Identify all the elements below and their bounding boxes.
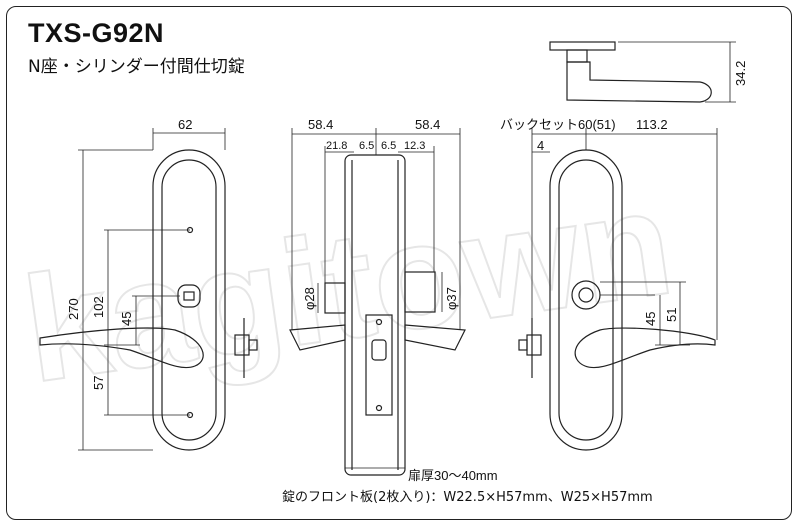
side-latch-hole <box>371 339 387 361</box>
dim-side-left-584: 58.4 <box>308 117 333 132</box>
back-escutcheon-inner <box>558 159 614 441</box>
front-cylinder-slot <box>183 291 195 301</box>
side-lever-right <box>404 324 466 351</box>
dim-side-65b: 6.5 <box>381 140 396 152</box>
drawing-frame <box>6 6 792 520</box>
watermark-text: kagitown <box>15 157 682 414</box>
page-subtitle: N座・シリンダー付間仕切錠 <box>28 57 245 77</box>
dim-backset: バックセット60(51) <box>500 117 616 132</box>
dim-side-123: 12.3 <box>404 140 425 152</box>
dim-side-d37: φ37 <box>444 287 459 310</box>
side-front-plate <box>365 314 393 416</box>
dim-back-4: 4 <box>537 138 544 153</box>
front-plate-note: 錠のフロント板(2枚入り)：W22.5×H57mm、W25×H57mm <box>282 490 653 505</box>
front-latch-bolt <box>248 339 258 351</box>
dim-back-1132: 113.2 <box>636 117 668 132</box>
side-lever-left <box>289 324 346 351</box>
front-lever-handle <box>39 327 204 369</box>
dim-side-d28: φ28 <box>302 287 317 310</box>
dim-door-thickness: 扉厚30～40mm <box>408 468 498 483</box>
dim-front-height: 270 <box>66 298 81 320</box>
dim-side-65a: 6.5 <box>359 140 374 152</box>
dim-side-218: 21.8 <box>326 140 347 152</box>
dim-front-width: 62 <box>178 117 192 132</box>
back-thumbturn <box>578 287 594 303</box>
top-rose <box>549 41 616 51</box>
dim-side-right-584: 58.4 <box>415 117 440 132</box>
dim-front-45: 45 <box>119 312 134 326</box>
dim-back-51: 51 <box>664 308 679 322</box>
dim-top-342: 34.2 <box>733 61 748 86</box>
front-escutcheon-outer <box>152 149 226 451</box>
front-escutcheon-inner <box>161 159 217 441</box>
page-title: TXS-G92N <box>28 18 165 48</box>
side-door-body <box>344 154 406 476</box>
top-lever-view <box>566 61 712 103</box>
dim-front-57: 57 <box>91 376 106 390</box>
dim-back-45: 45 <box>643 312 658 326</box>
dim-front-102: 102 <box>91 296 106 318</box>
